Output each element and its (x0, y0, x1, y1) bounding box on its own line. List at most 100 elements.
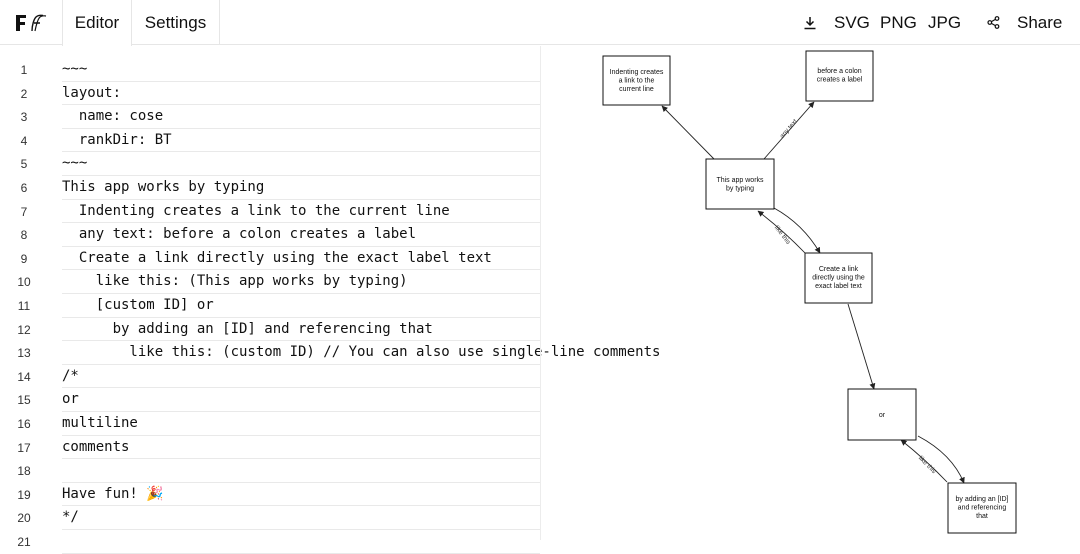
editor-line[interactable]: 17 comments (0, 436, 540, 460)
export-jpg-button[interactable]: JPG (928, 0, 961, 45)
graph-canvas[interactable]: any text like this like this Indenting c… (541, 46, 1080, 540)
editor-line[interactable]: 14 /* (0, 365, 540, 389)
edge-or-to-adding: like this (900, 435, 965, 484)
line-code[interactable]: Indenting creates a link to the current … (62, 200, 540, 224)
node-text: Indenting creates (610, 69, 664, 76)
edge-app-to-create: like this (757, 207, 821, 254)
tab-settings[interactable]: Settings (132, 0, 220, 45)
share-button[interactable]: Share (1017, 0, 1062, 45)
node-text: before a colon (817, 68, 861, 75)
editor-line[interactable]: 1 ~~~ (0, 58, 540, 82)
line-number: 11 (17, 299, 31, 313)
editor-line[interactable]: 4 rankDir: BT (0, 129, 540, 153)
line-number: 20 (17, 511, 31, 526)
tab-editor[interactable]: Editor (62, 0, 132, 46)
node-text: Create a link (819, 266, 859, 273)
line-number: 18 (17, 464, 31, 479)
line-number: 9 (20, 251, 28, 266)
line-code[interactable]: ~~~ (62, 152, 540, 176)
line-code[interactable]: /* (62, 365, 540, 389)
line-code[interactable]: or (62, 388, 540, 412)
node-text: that (976, 513, 988, 520)
line-code[interactable]: name: cose (62, 105, 540, 129)
line-number: 14 (17, 369, 31, 384)
node-create[interactable]: Create a link directly using the exact l… (804, 252, 873, 304)
export-svg-label: SVG (834, 12, 870, 32)
export-svg-button[interactable]: SVG (834, 0, 870, 45)
line-number: 15 (17, 393, 31, 408)
editor-line[interactable]: 3 name: cose (0, 105, 540, 129)
node-text: or (879, 412, 886, 419)
editor-line[interactable]: 20 */ (0, 506, 540, 530)
line-number: 17 (17, 440, 31, 455)
edge-label-like-this-1: like this (773, 224, 792, 246)
line-code[interactable]: comments (62, 436, 540, 460)
editor-line[interactable]: 16 multiline (0, 412, 540, 436)
edge-label-any-text: any text (779, 118, 799, 140)
line-code[interactable]: by adding an [ID] and referencing that (62, 318, 540, 342)
line-code[interactable]: multiline (62, 412, 540, 436)
node-adding[interactable]: by adding an [ID] and referencing that (947, 482, 1017, 534)
line-number: 12 (17, 322, 31, 337)
node-text: directly using the (812, 275, 865, 282)
node-indent[interactable]: Indenting creates a link to the current … (602, 55, 671, 106)
line-code[interactable]: layout: (62, 82, 540, 106)
line-code[interactable]: This app works by typing (62, 176, 540, 200)
line-code[interactable]: Have fun! 🎉 (62, 483, 540, 507)
line-code[interactable] (62, 530, 540, 554)
editor-line[interactable]: 15 or (0, 388, 540, 412)
line-number: 1 (20, 63, 28, 77)
export-png-label: PNG (880, 12, 917, 32)
line-code[interactable]: Create a link directly using the exact l… (62, 247, 540, 271)
app-header: Editor Settings SVG PNG JPG Share (0, 0, 1080, 46)
node-or[interactable]: or (847, 388, 917, 441)
share-icon[interactable] (987, 0, 1001, 45)
share-label: Share (1017, 12, 1063, 32)
download-icon[interactable] (803, 0, 819, 45)
line-code[interactable]: any text: before a colon creates a label (62, 223, 540, 247)
line-number: 10 (17, 275, 31, 290)
line-code[interactable]: [custom ID] or (62, 294, 540, 318)
export-png-button[interactable]: PNG (880, 0, 917, 45)
edge-app-to-indent (661, 105, 715, 160)
flowchart-fun-logo-icon (16, 14, 47, 31)
line-number: 2 (20, 86, 28, 101)
editor-line[interactable]: 7 Indenting creates a link to the curren… (0, 200, 540, 224)
line-number: 13 (17, 346, 31, 361)
editor-line[interactable]: 10 like this: (This app works by typing) (0, 270, 540, 294)
edge-app-to-colon: any text (763, 101, 815, 160)
line-code[interactable]: like this: (This app works by typing) (62, 270, 540, 294)
node-text: current line (619, 86, 654, 93)
editor-line[interactable]: 8 any text: before a colon creates a lab… (0, 223, 540, 247)
editor-line[interactable]: 9 Create a link directly using the exact… (0, 247, 540, 271)
edge-create-to-or (847, 303, 876, 390)
node-text: a link to the (619, 78, 655, 85)
line-code[interactable]: rankDir: BT (62, 129, 540, 153)
line-number: 8 (20, 228, 28, 243)
node-app[interactable]: This app works by typing (705, 158, 775, 210)
line-code[interactable]: like this: (custom ID) // You can also u… (62, 341, 660, 365)
editor-line[interactable]: 5~~~ (0, 152, 540, 176)
editor-line[interactable]: 13 like this: (custom ID) // You can als… (0, 341, 660, 365)
logo[interactable] (0, 0, 62, 45)
editor-line[interactable]: 12 by adding an [ID] and referencing tha… (0, 318, 540, 342)
line-code[interactable] (62, 459, 540, 483)
export-jpg-label: JPG (928, 12, 962, 32)
editor-line[interactable]: 11 [custom ID] or (0, 294, 540, 318)
node-colon[interactable]: before a colon creates a label (805, 50, 874, 102)
line-code[interactable]: ~~~ (62, 58, 540, 82)
line-code[interactable]: */ (62, 506, 540, 530)
line-number: 7 (20, 204, 28, 219)
editor-line[interactable]: 21 (0, 530, 540, 554)
node-text: and referencing (958, 505, 1007, 512)
editor-line[interactable]: 2 layout: (0, 82, 540, 106)
pane-divider[interactable] (540, 46, 541, 540)
node-text: by typing (726, 186, 754, 193)
editor-line[interactable]: 18 (0, 459, 540, 483)
line-number: 16 (17, 417, 31, 431)
node-text: by adding an [ID] (956, 496, 1009, 503)
edge-label-like-this-2: like this (917, 455, 938, 476)
